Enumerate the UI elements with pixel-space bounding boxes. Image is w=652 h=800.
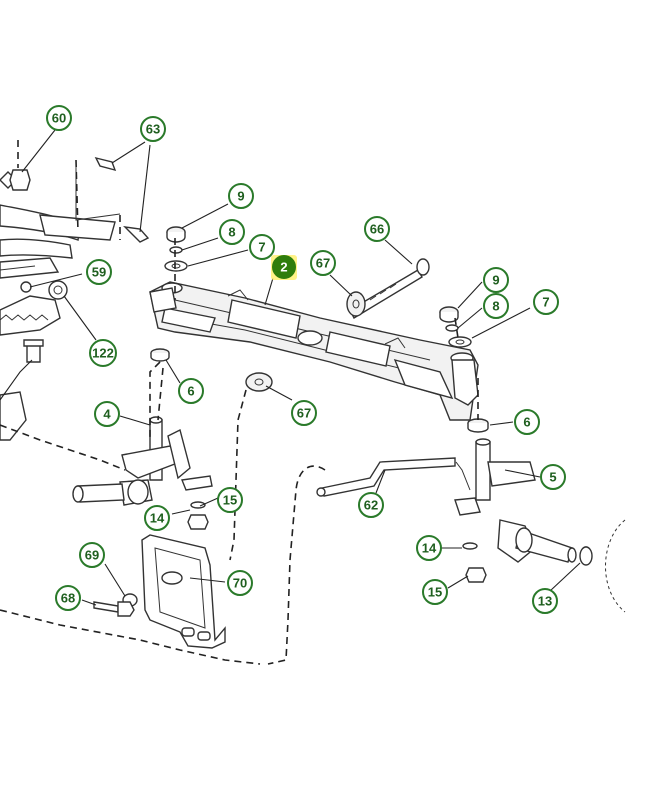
- spindle-left: [72, 416, 213, 506]
- svg-text:14: 14: [150, 511, 165, 526]
- callout-68[interactable]: 68: [55, 585, 81, 611]
- svg-text:4: 4: [103, 407, 111, 422]
- svg-text:9: 9: [492, 273, 499, 288]
- svg-text:15: 15: [223, 493, 237, 508]
- assembly-lines: [0, 238, 479, 665]
- bracket-plate: [141, 534, 226, 649]
- nut-icon: [9, 169, 31, 191]
- hardware-right: [462, 542, 487, 583]
- svg-text:59: 59: [92, 265, 106, 280]
- bushing-upper: [346, 291, 366, 317]
- callout-4[interactable]: 4: [94, 401, 120, 427]
- callout-14-right[interactable]: 14: [416, 535, 442, 561]
- svg-text:7: 7: [258, 240, 265, 255]
- callout-8-left[interactable]: 8: [219, 219, 245, 245]
- callout-60[interactable]: 60: [46, 105, 72, 131]
- svg-text:13: 13: [538, 594, 552, 609]
- callout-15-left[interactable]: 15: [217, 487, 243, 513]
- callout-69[interactable]: 69: [79, 542, 105, 568]
- svg-text:66: 66: [370, 222, 384, 237]
- leader-lines: [0, 129, 581, 606]
- left-pivot-hardware: [164, 226, 188, 272]
- svg-text:5: 5: [549, 470, 556, 485]
- callout-5[interactable]: 5: [540, 464, 566, 490]
- spacer-right: [467, 418, 489, 433]
- svg-text:122: 122: [92, 346, 114, 361]
- wheel-outline: [605, 519, 626, 613]
- svg-text:7: 7: [542, 295, 549, 310]
- callout-2[interactable]: 2: [272, 255, 296, 279]
- svg-text:70: 70: [233, 576, 247, 591]
- svg-text:9: 9: [237, 189, 244, 204]
- callout-59[interactable]: 59: [86, 259, 112, 285]
- callout-15-right[interactable]: 15: [422, 579, 448, 605]
- svg-text:60: 60: [52, 111, 66, 126]
- svg-text:6: 6: [523, 415, 530, 430]
- hardware-bracket: [93, 593, 138, 617]
- svg-text:6: 6: [187, 384, 194, 399]
- svg-text:67: 67: [297, 406, 311, 421]
- svg-text:15: 15: [428, 585, 442, 600]
- svg-text:63: 63: [146, 122, 160, 137]
- deck-assembly-partial: [0, 140, 150, 441]
- callout-8-right[interactable]: 8: [483, 293, 509, 319]
- callout-6-right[interactable]: 6: [514, 409, 540, 435]
- spindle-right: [454, 438, 592, 564]
- callouts: 60 63 9 8 7 2 67 66 9 8 7 59 122 6 4 67 …: [46, 105, 566, 614]
- callout-13[interactable]: 13: [532, 588, 558, 614]
- svg-text:68: 68: [61, 591, 75, 606]
- callout-67-upper[interactable]: 67: [310, 250, 336, 276]
- svg-text:62: 62: [364, 498, 378, 513]
- callout-66[interactable]: 66: [364, 216, 390, 242]
- callout-7-right[interactable]: 7: [533, 289, 559, 315]
- callout-9-right[interactable]: 9: [483, 267, 509, 293]
- callout-122[interactable]: 122: [89, 339, 117, 367]
- bushing-lower: [245, 372, 273, 392]
- callout-67-lower[interactable]: 67: [291, 400, 317, 426]
- callout-6-left[interactable]: 6: [178, 378, 204, 404]
- tie-rod: [316, 457, 471, 497]
- hardware-left: [187, 501, 209, 530]
- svg-text:14: 14: [422, 541, 437, 556]
- spacer-left: [150, 348, 170, 362]
- callout-14-left[interactable]: 14: [144, 505, 170, 531]
- right-pivot-hardware: [439, 306, 472, 348]
- callout-9-left[interactable]: 9: [228, 183, 254, 209]
- callout-7-left[interactable]: 7: [249, 234, 275, 260]
- callout-62[interactable]: 62: [358, 492, 384, 518]
- spindle-washer: [579, 546, 593, 566]
- front-axle[interactable]: [149, 281, 479, 421]
- callout-70[interactable]: 70: [227, 570, 253, 596]
- callout-63[interactable]: 63: [140, 116, 166, 142]
- svg-text:69: 69: [85, 548, 99, 563]
- svg-text:8: 8: [492, 299, 499, 314]
- svg-text:8: 8: [228, 225, 235, 240]
- svg-text:2: 2: [280, 260, 287, 275]
- svg-text:67: 67: [316, 256, 330, 271]
